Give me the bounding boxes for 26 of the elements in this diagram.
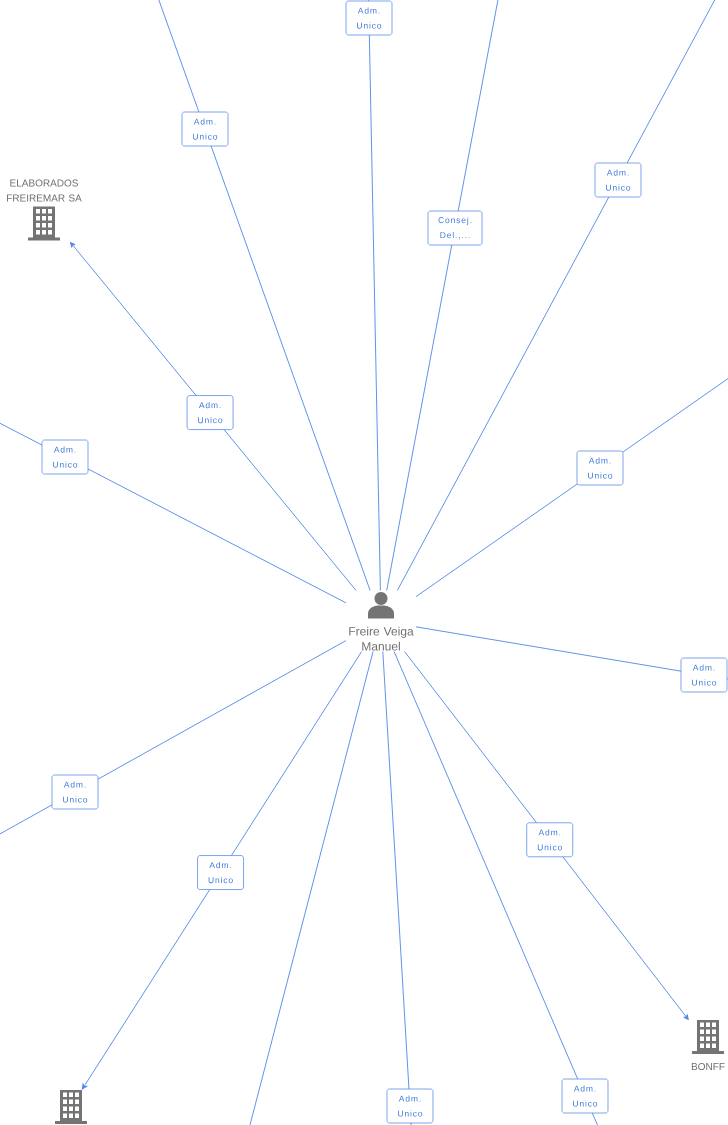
- arrow: [81, 651, 363, 1090]
- building-icon: [55, 1090, 87, 1124]
- edge-label: Adm. Unico: [51, 774, 99, 810]
- person-name: Freire Veiga Manuel: [349, 626, 414, 651]
- company-name: BONFF: [691, 1063, 725, 1071]
- arrow: [404, 651, 689, 1021]
- edge-label: Adm. Unico: [181, 111, 229, 147]
- edge-label: Consej. Del.,...: [427, 210, 483, 246]
- connector-line: [249, 651, 374, 1125]
- arrow: [70, 241, 357, 591]
- edge-label: Adm. Unico: [576, 450, 624, 486]
- edge-label: Adm. Unico: [386, 1088, 434, 1124]
- connector-line: [382, 651, 412, 1125]
- edge-label: Adm. Unico: [197, 855, 244, 890]
- connector-line: [396, 0, 716, 591]
- edge-label: Adm. Unico: [561, 1078, 609, 1114]
- connector-line: [158, 0, 371, 591]
- edge-label: Adm. Unico: [186, 395, 234, 430]
- edge-label: Adm. Unico: [680, 657, 728, 693]
- edge-label: Adm. Unico: [345, 0, 393, 36]
- edge-label: Adm. Unico: [594, 162, 642, 198]
- connector-line: [393, 651, 598, 1125]
- connector-line: [386, 0, 499, 591]
- edge-label: Adm. Unico: [526, 822, 574, 858]
- edge-label: Adm. Unico: [41, 439, 89, 475]
- company-name: ELABORADOS FREIREMAR SA: [7, 179, 82, 202]
